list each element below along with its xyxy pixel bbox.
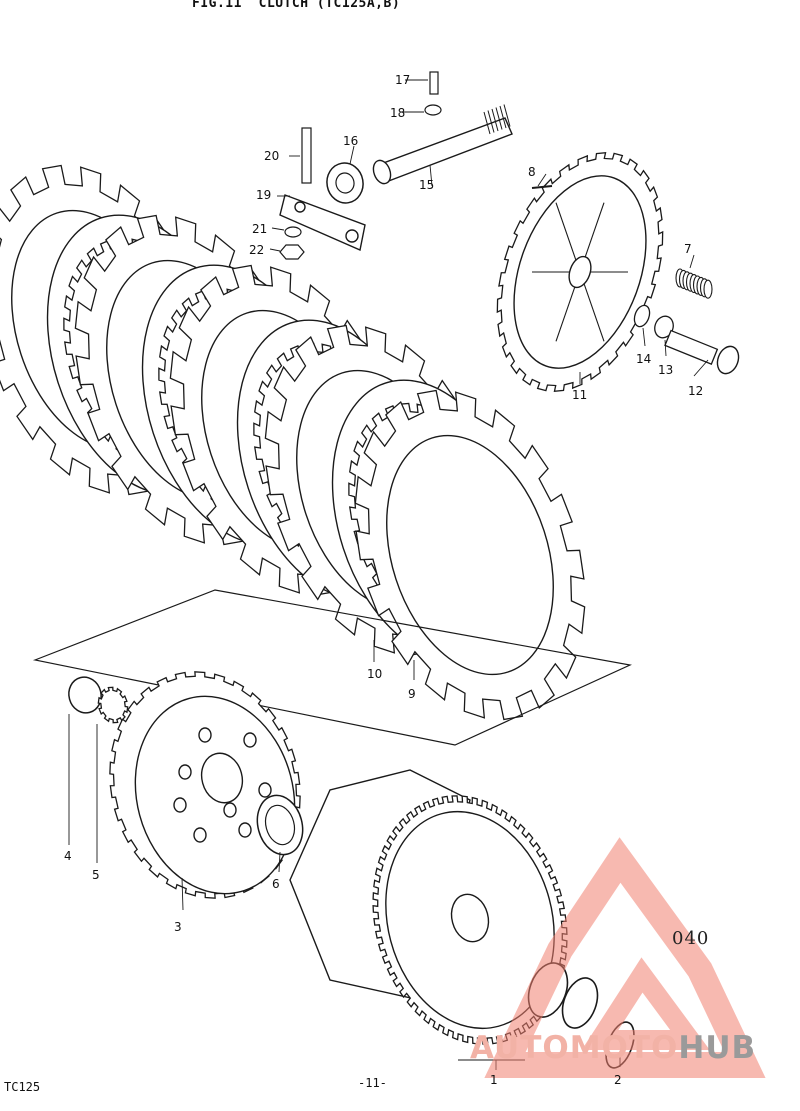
figure-title: FIG.11 CLUTCH (TC125A,B) xyxy=(192,0,401,11)
bolt-17 xyxy=(429,71,439,95)
push-rod-end xyxy=(372,159,392,185)
hub-nut xyxy=(68,676,102,714)
leader-line xyxy=(664,339,667,357)
callout-17: 17 xyxy=(395,73,411,87)
callout-11: 11 xyxy=(572,388,588,402)
callout-10: 10 xyxy=(367,667,383,681)
bolt-20 xyxy=(301,127,312,184)
pressure-plate-hub xyxy=(568,255,592,289)
release-screw xyxy=(664,329,740,375)
release-lever xyxy=(279,194,366,251)
leader-line xyxy=(642,327,646,347)
sleeve-hub-hole xyxy=(258,782,272,798)
leader-line xyxy=(269,248,281,252)
circlip-ring xyxy=(561,977,599,1029)
callout-18: 18 xyxy=(390,106,406,120)
pressure-plate xyxy=(496,152,664,392)
page-number: -11- xyxy=(358,1076,387,1090)
sleeve-hub xyxy=(109,671,301,899)
lever-hole xyxy=(294,201,306,213)
thrust-washer-bore xyxy=(264,804,296,846)
callout-15: 15 xyxy=(419,178,435,192)
callout-7: 7 xyxy=(684,242,692,256)
callout-3: 3 xyxy=(174,920,182,934)
callout-5: 5 xyxy=(92,868,100,882)
callout-6: 6 xyxy=(272,877,280,891)
push-rod-assembly xyxy=(372,104,513,185)
assembly-outline xyxy=(32,589,632,746)
callout-13: 13 xyxy=(658,363,674,377)
watermark-text-part2: HUB xyxy=(678,1030,757,1066)
lock-washer xyxy=(97,686,129,724)
watermark-text: AUTOMOTOHUB xyxy=(470,1030,756,1066)
callout-19: 19 xyxy=(256,188,272,202)
nut-22 xyxy=(279,244,305,260)
watermark-text-part1: AUTOMOTO xyxy=(470,1030,679,1066)
sleeve-hub-hole xyxy=(243,732,257,748)
leader-line xyxy=(689,254,695,269)
release-screw-head xyxy=(716,345,740,375)
washer xyxy=(633,304,651,328)
lever-hole xyxy=(345,229,359,243)
callout-2: 2 xyxy=(614,1073,622,1087)
sleeve-hub-hole xyxy=(198,727,212,743)
callout-22: 22 xyxy=(249,243,265,257)
leader-line xyxy=(537,173,547,187)
clutch-spring xyxy=(675,268,713,299)
leader-line xyxy=(693,359,709,377)
callout-8: 8 xyxy=(528,165,536,179)
leader-line xyxy=(278,851,281,873)
sleeve-hub-hole xyxy=(178,764,192,780)
clutch-housing xyxy=(289,769,568,1045)
leader-line xyxy=(181,877,184,911)
sleeve-hub-hole xyxy=(193,827,207,843)
oil-seal-bore xyxy=(335,172,355,194)
callout-20: 20 xyxy=(264,149,280,163)
leader-line xyxy=(271,227,285,231)
callout-14: 14 xyxy=(636,352,652,366)
sleeve-hub-hole xyxy=(238,822,252,838)
callout-4: 4 xyxy=(64,849,72,863)
drive-plate-bore xyxy=(386,434,554,676)
drawing-front-layer xyxy=(68,71,740,1069)
callout-9: 9 xyxy=(408,687,416,701)
model-label: TC125 xyxy=(4,1080,41,1094)
washer-18 xyxy=(424,104,442,116)
leader-line xyxy=(429,164,433,187)
callout-1: 1 xyxy=(490,1073,498,1087)
sleeve-hub-boss xyxy=(200,752,244,804)
sleeve-hub-hole xyxy=(223,802,237,818)
callout-16: 16 xyxy=(343,134,359,148)
reference-stamp: 040 xyxy=(672,928,710,949)
clutch-plate-9 xyxy=(354,389,586,721)
release-bearing xyxy=(654,315,674,339)
washer-21 xyxy=(284,226,302,238)
housing-bore xyxy=(450,893,490,943)
leader-line xyxy=(349,145,355,165)
sleeve-hub-hole xyxy=(173,797,187,813)
callout-12: 12 xyxy=(688,384,704,398)
callout-21: 21 xyxy=(252,222,268,236)
pin xyxy=(531,185,553,189)
drawing-back-layer xyxy=(0,152,664,746)
watermark-logo xyxy=(484,837,766,1078)
